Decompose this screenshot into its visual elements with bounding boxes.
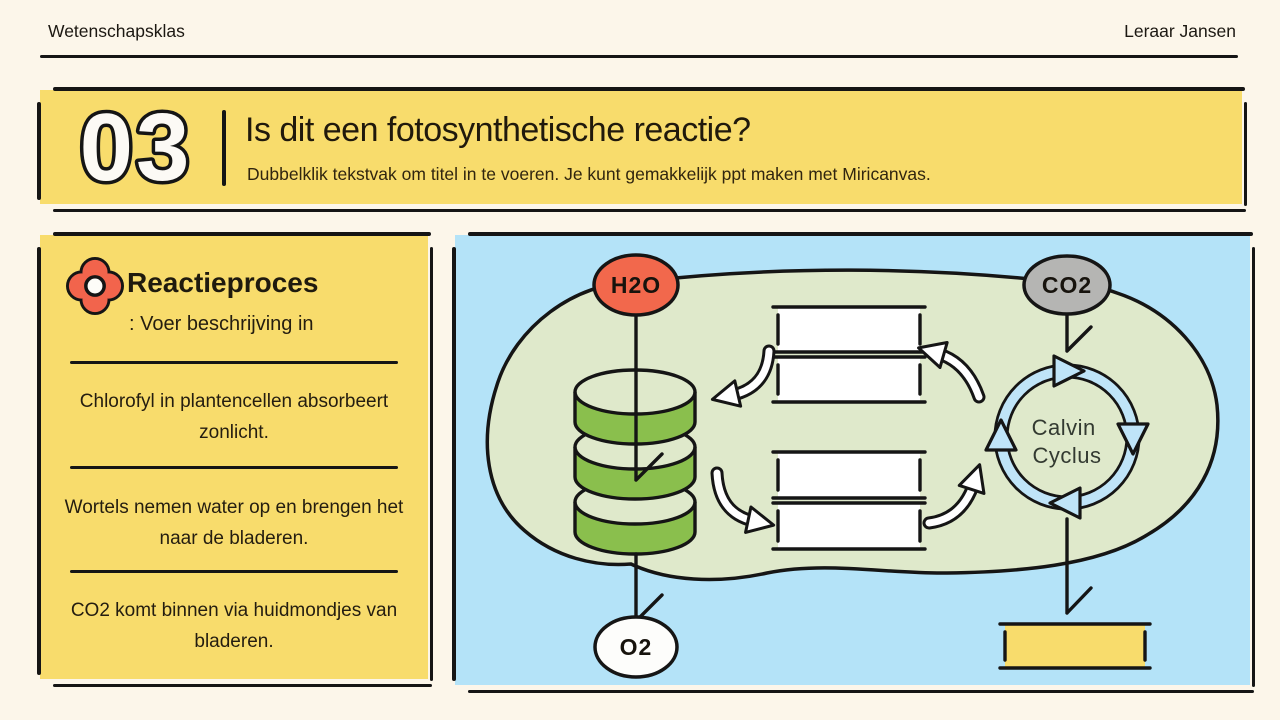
header-divider: [40, 55, 1238, 58]
process-step-3[interactable]: CO2 komt binnen via huidmondjes van blad…: [70, 600, 398, 652]
empty-textbox-2[interactable]: [778, 357, 920, 402]
flow-arrow-bottom-left: [710, 466, 776, 534]
o2-ellipse[interactable]: O2: [593, 615, 679, 679]
process-step-2[interactable]: Wortels nemen water op en brengen het na…: [64, 497, 404, 549]
process-step-1[interactable]: Chlorofyl in plantencellen absorbeert zo…: [79, 391, 389, 443]
process-divider: [70, 570, 398, 574]
flower-icon: [66, 257, 124, 315]
empty-textbox-3[interactable]: [778, 452, 920, 498]
process-divider: [70, 361, 398, 365]
lesson-number: 03: [80, 96, 193, 198]
process-title[interactable]: Reactieproces: [127, 267, 319, 298]
cycle-arrowhead-top: [1052, 354, 1086, 388]
cycle-arrowhead-left: [984, 418, 1018, 452]
process-panel: Reactieproces : Voer beschrijving in Chl…: [37, 232, 433, 687]
water-flow-line: [634, 303, 664, 482]
lesson-number-badge: 03: [76, 96, 193, 198]
slide-subtitle[interactable]: Dubbelklik tekstvak om titel in te voere…: [247, 164, 931, 184]
product-textbox[interactable]: [1005, 624, 1145, 668]
cycle-arrowhead-right: [1116, 422, 1150, 456]
diagram-panel: Calvin Cyclus: [452, 232, 1255, 693]
empty-textbox-group-top: [771, 305, 927, 404]
empty-textbox-1[interactable]: [778, 307, 920, 352]
banner-divider: [222, 110, 226, 186]
class-name-label[interactable]: Wetenschapsklas: [48, 21, 185, 41]
calvin-cycle-label[interactable]: Calvin Cyclus: [1032, 415, 1103, 468]
o2-label: O2: [620, 634, 653, 660]
flow-arrow-top-right: [917, 341, 986, 404]
h2o-ellipse[interactable]: H2O: [592, 253, 680, 317]
slide-title[interactable]: Is dit een fotosynthetische reactie?: [245, 111, 751, 149]
empty-textbox-4[interactable]: [778, 503, 920, 549]
product-textbox-group: [998, 622, 1152, 670]
co2-flow-line: [1065, 312, 1093, 353]
flow-arrow-bottom-right: [922, 463, 986, 530]
flow-arrow-top-left: [710, 344, 776, 408]
co2-label: CO2: [1042, 272, 1092, 298]
teacher-name-label[interactable]: Leraar Jansen: [1124, 21, 1236, 41]
process-subtitle[interactable]: : Voer beschrijving in: [129, 313, 314, 335]
photosynthesis-diagram: Calvin Cyclus: [485, 253, 1220, 679]
h2o-label: H2O: [611, 272, 661, 298]
empty-textbox-group-bottom: [771, 450, 927, 551]
title-banner[interactable]: 03 Is dit een fotosynthetische reactie? …: [37, 87, 1247, 212]
cycle-arrowhead-bottom: [1048, 486, 1082, 520]
process-divider: [70, 466, 398, 470]
glucose-flow-line: [1065, 517, 1093, 615]
calvin-cycle-ring[interactable]: Calvin Cyclus: [984, 354, 1150, 520]
co2-ellipse[interactable]: CO2: [1022, 254, 1112, 316]
